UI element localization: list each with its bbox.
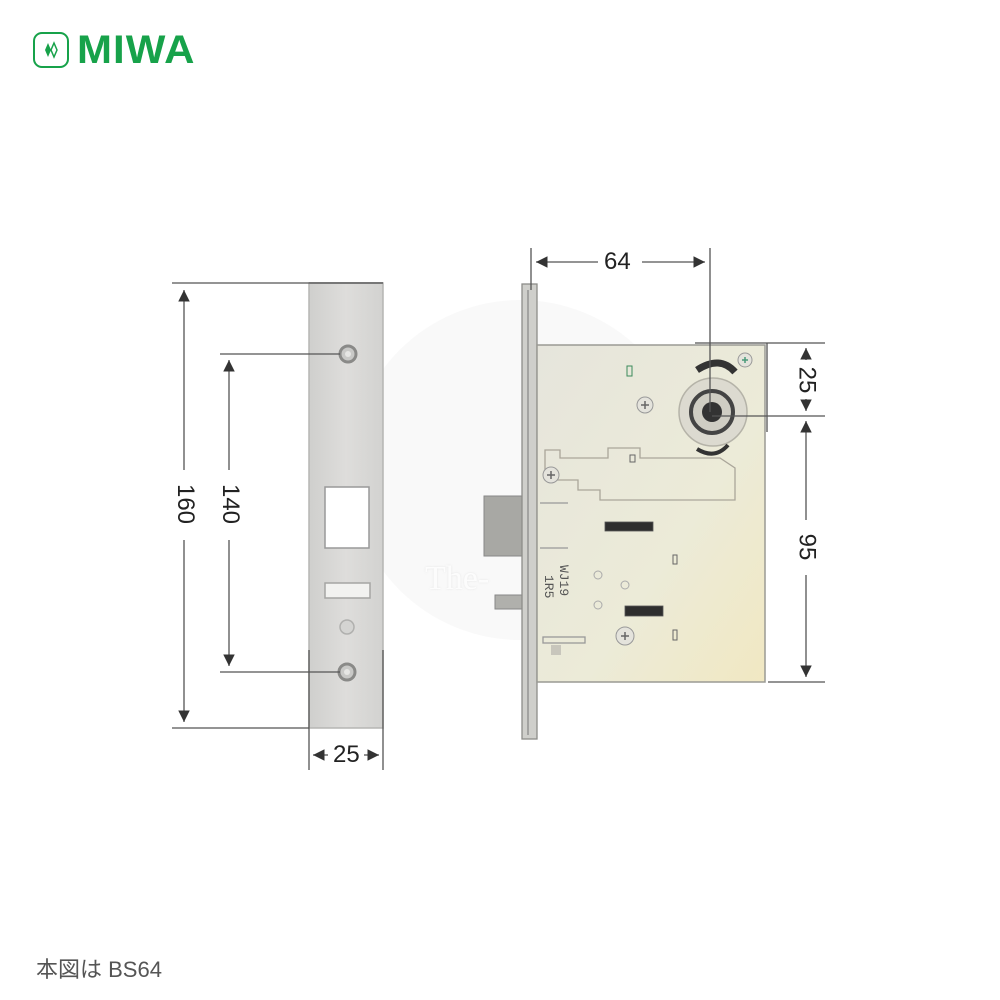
model-caption: 本図は BS64 [36,957,162,982]
stamp-1r5: 1R5 [541,575,556,598]
screw-icon [542,466,560,484]
front-plate [308,282,384,729]
stamp-wj19: WJ19 [556,565,571,596]
screw-icon [737,352,753,368]
backset-label: 64 [601,250,634,274]
cylinder-bottom-label: 95 [793,530,820,564]
plate-width-label: 25 [330,743,363,767]
miwa-logo: MIWA [33,30,194,70]
dimension-25-plate [308,650,384,770]
miwa-diamond-mark-icon [33,32,69,68]
brand-name: MIWA [77,28,196,72]
watermark-text: The- [425,560,490,597]
dimension-25-95 [695,342,825,683]
cylinder-top-label: 25 [793,363,820,397]
dimension-160 [172,282,309,729]
screw-icon [615,626,635,646]
dimension-64 [530,248,711,412]
screw-pitch-label: 140 [217,480,244,528]
plate-height-label: 160 [172,480,199,528]
cylinder-hub [678,359,748,456]
lock-body [483,283,766,740]
dimension-140 [220,353,340,673]
screw-icon [636,396,654,414]
